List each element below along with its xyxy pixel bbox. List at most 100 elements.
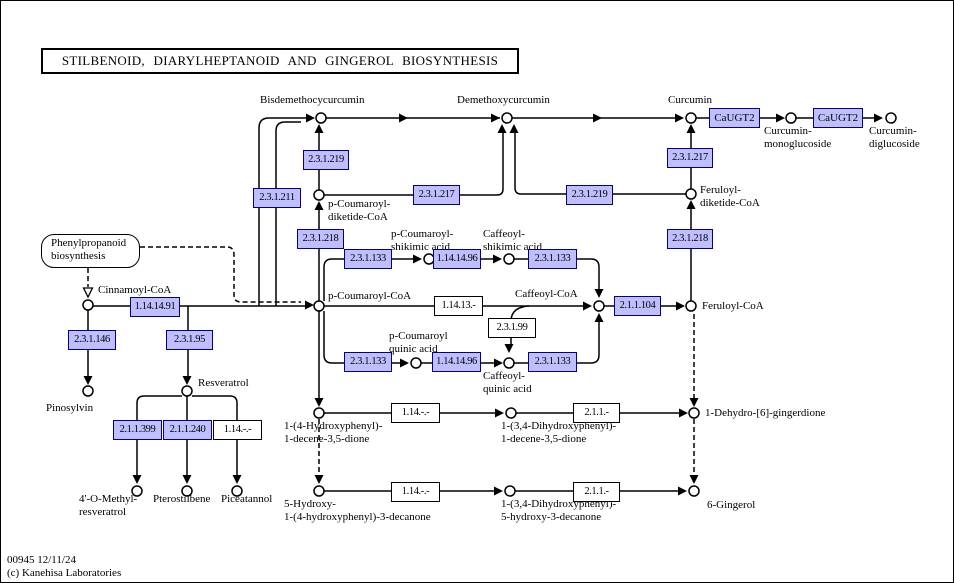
compound-label-pterostilbene: Pterostilbene — [153, 493, 211, 505]
node-demethoxycurcumin[interactable] — [501, 112, 513, 124]
compound-label-1-dehydro-6-gingerdione: 1-Dehydro-[6]-gingerdione — [705, 407, 826, 419]
node-bisdemethoxycurcumin[interactable] — [315, 112, 327, 124]
compound-label-p-coumaroyl-coa: p-Coumaroyl-CoA — [328, 290, 412, 302]
enzyme-box-2-1-1-399[interactable]: 2.1.1.399 — [113, 420, 162, 440]
arrowhead — [494, 358, 503, 368]
node-1-3-4-dihydroxyphenyl-1-decene-3-5-dione[interactable] — [505, 407, 517, 419]
enzyme-box-2-3-1-218[interactable]: 2.3.1.218 — [297, 229, 344, 249]
enzyme-box-2-3-1-218[interactable]: 2.3.1.218 — [667, 229, 713, 249]
arrowhead — [306, 113, 315, 123]
arrowheads — [83, 113, 883, 496]
enzyme-box-2-3-1-217[interactable]: 2.3.1.217 — [413, 185, 460, 205]
arrowhead — [400, 358, 409, 368]
arrowhead — [314, 398, 324, 407]
reaction-box-1-14[interactable]: 1.14.-.- — [391, 403, 440, 423]
compound-label-p-coumaroyl-diketide-coa: p-Coumaroyl- diketide-CoA — [328, 198, 391, 223]
node-feruloyl-coa[interactable] — [685, 300, 697, 312]
reaction-box-1-14-13[interactable]: 1.14.13.- — [434, 296, 483, 316]
node-pterostilbene[interactable] — [181, 485, 193, 497]
edge — [136, 395, 182, 475]
compound-label-caffeoyl-quinic-acid: Caffeoyl- quinic acid — [483, 370, 532, 395]
compound-label-p-coumaroyl-quinic-acid: p-Coumaroyl quinic acid — [389, 330, 448, 355]
compound-label-5-hydroxy-1-4-hydroxyphenyl-3-decanone: 5-Hydroxy- 1-(4-hydroxyphenyl)-3-decanon… — [284, 498, 431, 523]
edge-dashed — [140, 246, 301, 303]
node-1-4-hydroxyphenyl-1-decene-3-5-dione[interactable] — [313, 407, 325, 419]
arrowhead — [509, 124, 519, 133]
arrowhead — [497, 124, 507, 133]
arrowhead — [676, 301, 685, 311]
compound-label-feruloyl-diketide-coa: Feruloyl- diketide-CoA — [700, 184, 760, 209]
edge — [324, 133, 504, 196]
arrowhead — [594, 313, 604, 322]
arrowhead — [132, 475, 142, 484]
arrowhead — [491, 113, 500, 123]
reaction-box-1-14[interactable]: 1.14.-.- — [213, 420, 262, 440]
arrowhead — [182, 376, 192, 385]
map-id: 00945 12/11/24 — [7, 554, 76, 566]
node-1-dehydro-6-gingerdione[interactable] — [688, 407, 700, 419]
arrowhead — [399, 113, 408, 123]
node-6-gingerol[interactable] — [688, 485, 700, 497]
enzyme-box-2-3-1-219[interactable]: 2.3.1.219 — [303, 150, 349, 170]
compound-label-1-4-hydroxyphenyl-1-decene-3-5-dione: 1-(4-Hydroxyphenyl)- 1-decene-3,5-dione — [284, 420, 383, 445]
enzyme-box-2-1-1-240[interactable]: 2.1.1.240 — [163, 420, 212, 440]
node-caffeoyl-shikimic-acid[interactable] — [503, 253, 515, 265]
enzyme-box-2-3-1-211[interactable]: 2.3.1.211 — [253, 188, 301, 208]
node-curcumin[interactable] — [685, 112, 697, 124]
node-5-hydroxy-1-4-hydroxyphenyl-3-decanone[interactable] — [313, 485, 325, 497]
enzyme-box-2-3-1-133[interactable]: 2.3.1.133 — [528, 352, 577, 372]
compound-label-1-3-4-dihydroxyphenyl-1-decene-3-5-dione: 1-(3,4-Dihydroxyphenyl)- 1-decene-3,5-di… — [501, 420, 617, 445]
enzyme-box-2-3-1-146[interactable]: 2.3.1.146 — [68, 330, 116, 350]
pathway-title: STILBENOID, DIARYLHEPTANOID AND GINGEROL… — [41, 48, 519, 74]
edge — [514, 133, 686, 195]
enzyme-box-caugt2[interactable]: CaUGT2 — [709, 108, 760, 128]
arrowhead — [232, 475, 242, 484]
enzyme-box-2-3-1-133[interactable]: 2.3.1.133 — [344, 352, 392, 372]
compound-label-curcumin: Curcumin — [668, 94, 712, 106]
node-cinnamoyl-coa[interactable] — [82, 299, 94, 311]
enzyme-box-caugt2[interactable]: CaUGT2 — [813, 108, 863, 128]
reaction-box-2-1-1[interactable]: 2.1.1.- — [573, 482, 620, 502]
node-curcumin-monoglucoside[interactable] — [785, 112, 797, 124]
node-p-coumaroyl-quinic-acid[interactable] — [410, 357, 422, 369]
arrowhead — [182, 475, 192, 484]
node-4-o-methylresveratrol[interactable] — [131, 485, 143, 497]
node-feruloyl-diketide-coa[interactable] — [685, 188, 697, 200]
arrowhead — [689, 398, 699, 407]
compound-label-curcumin-monoglucoside: Curcumin- monoglucoside — [764, 125, 832, 150]
enzyme-box-2-3-1-133[interactable]: 2.3.1.133 — [344, 249, 392, 269]
reaction-box-1-14[interactable]: 1.14.-.- — [391, 482, 440, 502]
copyright: (c) Kanehisa Laboratories — [7, 567, 122, 579]
arrowhead — [494, 486, 503, 496]
node-p-coumaroyl-coa[interactable] — [313, 300, 325, 312]
arrowhead — [874, 113, 883, 123]
pathway-link-phenylpropanoid[interactable]: Phenylpropanoid biosynthesis — [41, 234, 140, 268]
node-curcumin-diglucoside[interactable] — [885, 112, 897, 124]
enzyme-box-2-3-1-133[interactable]: 2.3.1.133 — [528, 249, 577, 269]
compound-label-4-o-methylresveratrol: 4'-O-Methyl- resveratrol — [79, 493, 138, 518]
arrowhead — [495, 408, 504, 418]
arrowhead — [493, 254, 502, 264]
node-p-coumaroyl-diketide-coa[interactable] — [313, 189, 325, 201]
node-pinosylvin[interactable] — [82, 385, 94, 397]
enzyme-box-1-14-14-96[interactable]: 1.14.14.96 — [433, 249, 481, 269]
reaction-box-2-3-1-99[interactable]: 2.3.1.99 — [488, 318, 536, 338]
node-caffeoyl-coa[interactable] — [593, 300, 605, 312]
enzyme-box-1-14-14-91[interactable]: 1.14.14.91 — [130, 297, 180, 317]
compound-label-cinnamoyl-coa: Cinnamoyl-CoA — [98, 284, 172, 296]
enzyme-box-1-14-14-96[interactable]: 1.14.14.96 — [432, 352, 481, 372]
enzyme-box-2-1-1-104[interactable]: 2.1.1.104 — [614, 296, 661, 316]
arrowhead — [675, 113, 684, 123]
node-caffeoyl-quinic-acid[interactable] — [503, 357, 515, 369]
node-piceatannol[interactable] — [231, 485, 243, 497]
arrowhead — [689, 475, 699, 484]
node-1-3-4-dihydroxyphenyl-5-hydroxy-3-decanone[interactable] — [504, 485, 516, 497]
enzyme-box-2-3-1-219[interactable]: 2.3.1.219 — [566, 185, 613, 205]
compound-label-resveratrol: Resveratrol — [198, 377, 249, 389]
enzyme-box-2-3-1-95[interactable]: 2.3.1.95 — [166, 330, 213, 350]
reaction-box-2-1-1[interactable]: 2.1.1.- — [573, 403, 620, 423]
compound-label-demethoxycurcumin: Demethoxycurcumin — [457, 94, 550, 106]
node-resveratrol[interactable] — [181, 385, 193, 397]
enzyme-box-2-3-1-217[interactable]: 2.3.1.217 — [667, 148, 713, 168]
